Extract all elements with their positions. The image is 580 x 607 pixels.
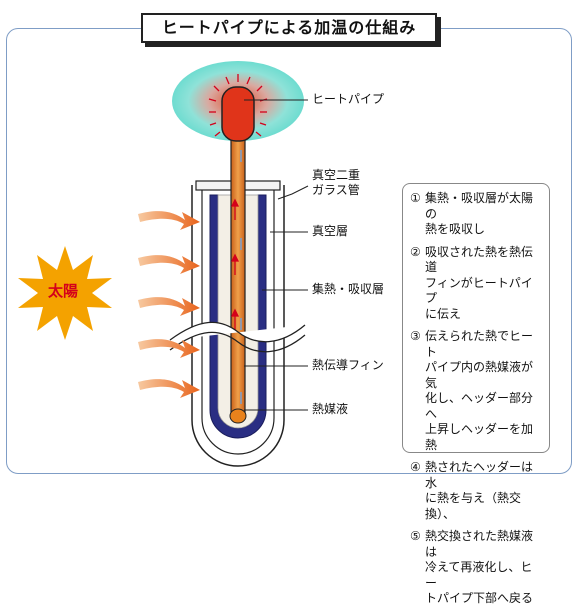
label-vacuum-double-glass-tube: 真空二重 ガラス管 — [312, 168, 361, 197]
process-step: ① 集熱・吸収層が太陽の 熱を吸収し — [410, 191, 543, 238]
step-number: ③ — [410, 329, 421, 343]
label-vacuum-layer: 真空層 — [312, 224, 349, 238]
header-heat-marks — [208, 74, 268, 137]
label-heat-conduction-fin: 熱伝導フィン — [312, 358, 384, 372]
step-number: ⑤ — [410, 529, 421, 543]
process-steps-box: ① 集熱・吸収層が太陽の 熱を吸収し ② 吸収された熱を熱伝道 フィンがヒートパ… — [402, 183, 550, 605]
page-title: ヒートパイプによる加温の仕組み — [141, 13, 437, 43]
process-step: ③ 伝えられた熱でヒート パイプ内の熱媒液が気 化し、ヘッダー部分へ 上昇しヘッ… — [410, 329, 543, 453]
cutaway-break-line — [169, 321, 306, 353]
step-text: 伝えられた熱でヒート パイプ内の熱媒液が気 化し、ヘッダー部分へ 上昇しヘッダー… — [425, 329, 534, 452]
step-text: 集熱・吸収層が太陽の 熱を吸収し — [425, 191, 534, 236]
sunlight-rays — [138, 211, 200, 398]
sun-icon — [18, 246, 112, 340]
step-number: ① — [410, 191, 421, 205]
label-heat-medium: 熱媒液 — [312, 402, 349, 416]
step-number: ④ — [410, 460, 421, 474]
label-absorber-layer: 集熱・吸収層 — [312, 282, 385, 296]
process-step: ② 吸収された熱を熱伝道 フィンがヒートパイプ に伝え — [410, 245, 543, 323]
leader-lines — [244, 99, 309, 411]
process-step: ⑤ 熱交換された熱媒液は 冷えて再液化し、ヒー トパイプ下部へ戻る — [410, 529, 543, 607]
vapor-rise-arrows — [230, 198, 240, 330]
step-number: ② — [410, 244, 421, 259]
step-text: 熱交換された熱媒液は 冷えて再液化し、ヒー トパイプ下部へ戻る — [425, 529, 534, 605]
step-text: 吸収された熱を熱伝道 フィンがヒートパイプ に伝え — [425, 244, 534, 321]
heat-pipe-header — [221, 86, 255, 142]
process-step: ④ 熱されたヘッダーは水 に熱を与え（熱交換）、 — [410, 460, 543, 522]
step-text: 熱されたヘッダーは水 に熱を与え（熱交換）、 — [425, 460, 534, 521]
heat-pipe-body — [230, 139, 246, 422]
heat-pipe-tip — [229, 408, 247, 424]
label-heat-pipe: ヒートパイプ — [312, 92, 385, 106]
sun-label: 太陽 — [48, 282, 79, 300]
heat-pipe-diagram — [18, 61, 309, 467]
glass-tube-inner — [201, 190, 275, 455]
